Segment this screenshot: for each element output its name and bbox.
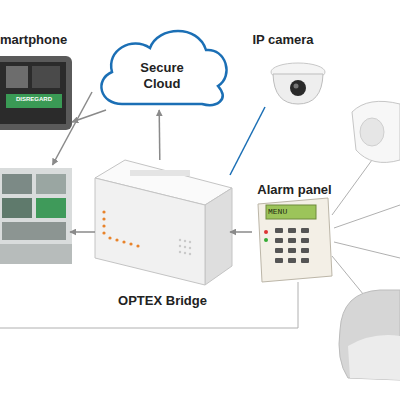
alarm-panel-node: Alarm panelMENU bbox=[252, 182, 337, 282]
cloud-node: Secure Cloud bbox=[92, 20, 232, 110]
camera-node: IP camera bbox=[238, 32, 328, 107]
node-label: OPTEX Bridge bbox=[95, 293, 230, 309]
node-label: Secure Cloud bbox=[130, 60, 194, 92]
node-label: MENU bbox=[268, 207, 314, 216]
node-label: martphone bbox=[0, 32, 72, 48]
node-label: Alarm panel bbox=[252, 182, 337, 198]
alarm-panel-illustration bbox=[258, 198, 332, 282]
dome-sensor bbox=[339, 290, 400, 380]
data-arrow bbox=[72, 110, 106, 122]
motion-sensor bbox=[352, 101, 400, 162]
bridge-node: OPTEX Bridge bbox=[95, 160, 230, 310]
monitor-node bbox=[0, 165, 70, 265]
smartphone-illustration bbox=[0, 56, 72, 130]
sensor-wires bbox=[0, 160, 400, 328]
camera-illustration bbox=[271, 63, 325, 104]
data-arrow bbox=[230, 231, 252, 233]
data-arrow bbox=[70, 231, 95, 233]
network-link bbox=[230, 107, 265, 175]
monitor-illustration bbox=[0, 168, 72, 264]
data-arrow bbox=[158, 110, 160, 160]
node-label: IP camera bbox=[238, 32, 328, 48]
smartphone-node: martphoneDISREGARD bbox=[0, 30, 72, 130]
bridge-illustration bbox=[95, 160, 232, 285]
node-label: DISREGARD bbox=[6, 95, 62, 103]
data-arrow bbox=[53, 92, 93, 165]
